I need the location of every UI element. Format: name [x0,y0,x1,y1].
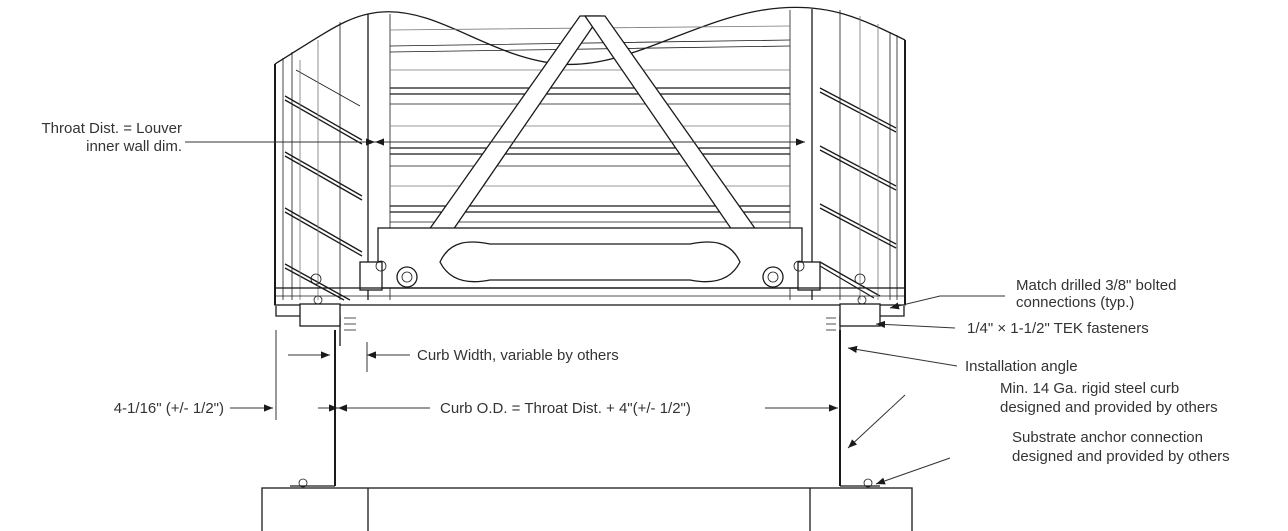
curb-assembly [261,295,913,531]
louver-assembly [274,6,906,306]
substrate [261,487,913,531]
dimension-lines [185,138,838,420]
label-offset: 4-1/16" (+/- 1/2") [114,400,224,417]
label-curb-od: Curb O.D. = Throat Dist. + 4"(+/- 1/2") [440,400,691,417]
label-bolted-line1: Match drilled 3/8" bolted [1016,277,1176,294]
label-bolted-line2: connections (typ.) [1016,294,1134,311]
label-anchor-line1: Substrate anchor connection [1012,429,1203,446]
label-curb-steel-line1: Min. 14 Ga. rigid steel curb [1000,380,1179,397]
left-louver-blades [284,14,369,301]
label-tek-fasteners: 1/4" × 1-1/2" TEK fasteners [967,320,1149,337]
label-curb-steel-line2: designed and provided by others [1000,399,1218,416]
annotations: Throat Dist. = Louver inner wall dim. Ma… [42,120,1230,465]
cross-braces [393,15,792,279]
right-louver-blades [811,9,897,300]
leader-lines [847,295,1005,485]
label-anchor-line2: designed and provided by others [1012,448,1230,465]
label-curb-width: Curb Width, variable by others [417,347,619,364]
label-throat-line2: inner wall dim. [86,138,182,155]
label-throat-line1: Throat Dist. = Louver [42,120,182,137]
bottom-frame [274,227,906,306]
label-installation-angle: Installation angle [965,358,1078,375]
